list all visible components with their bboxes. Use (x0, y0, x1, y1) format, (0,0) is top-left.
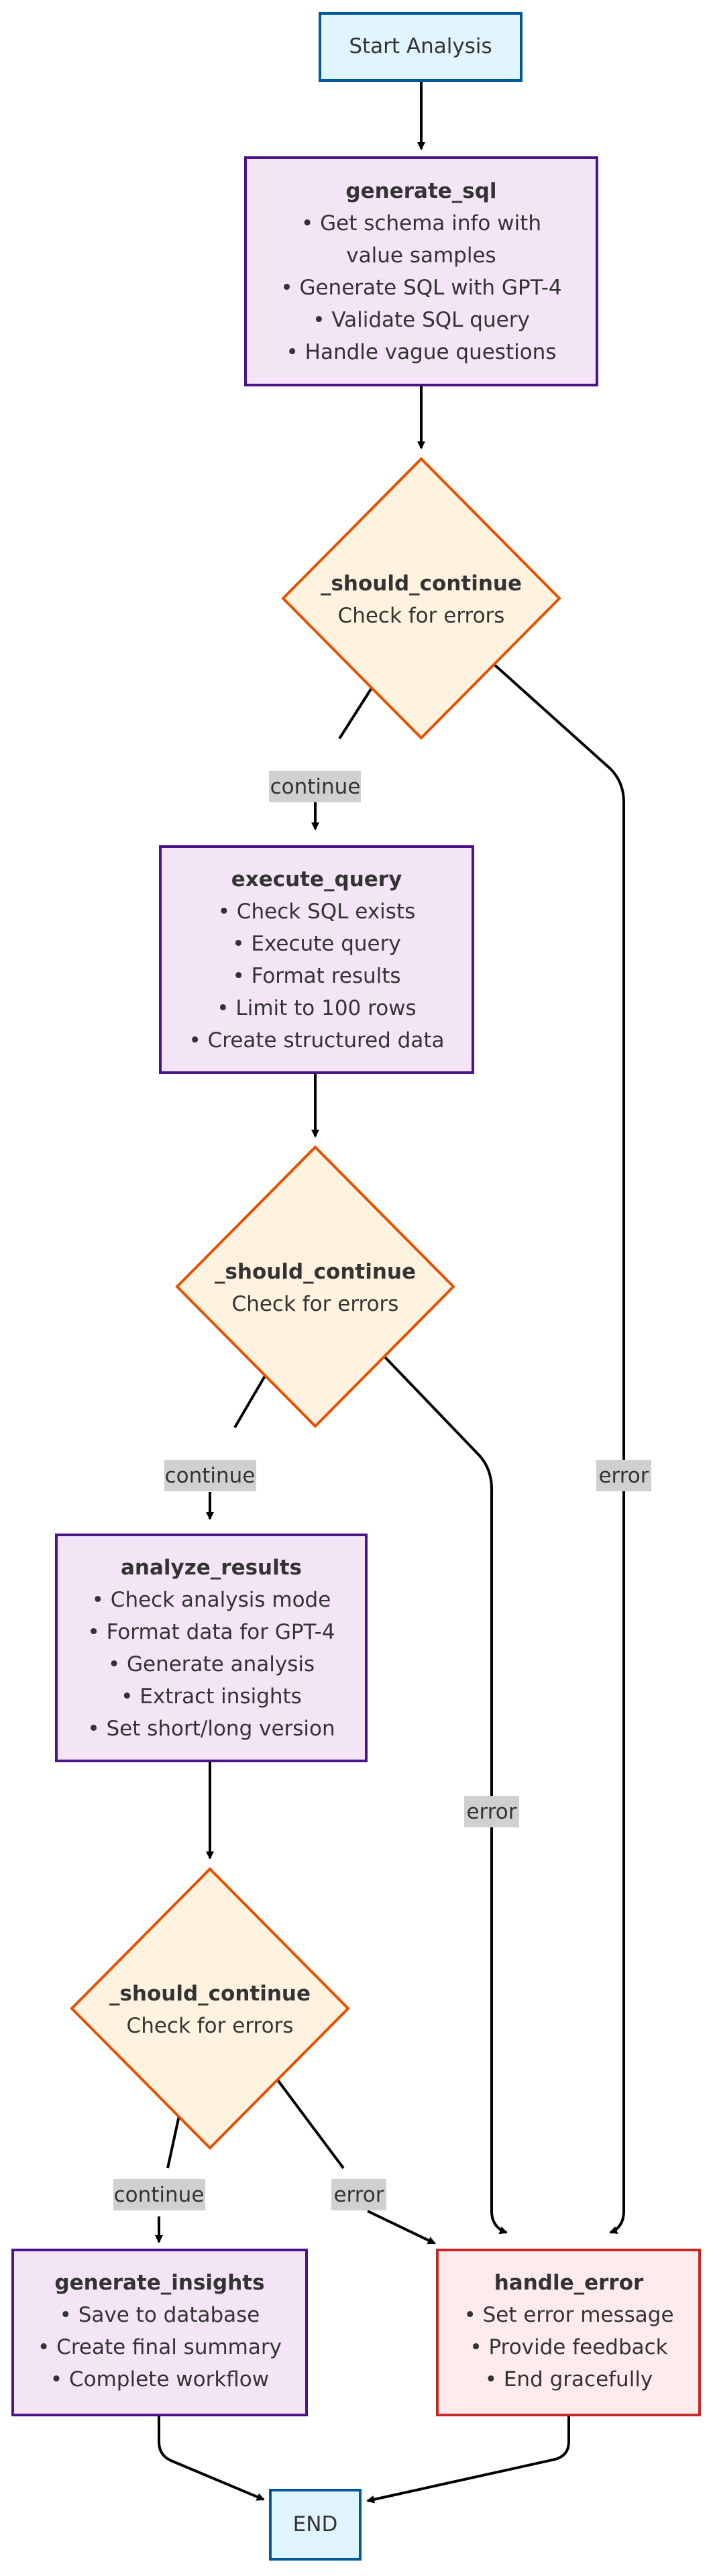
node-line: • Complete workflow (50, 2367, 269, 2392)
edge-label-text: error (466, 1800, 516, 1824)
node-line: • Get schema info with (301, 211, 541, 235)
edge-check3-error (271, 2072, 435, 2243)
decision-should-continue-1: _should_continue Check for errors (281, 457, 561, 740)
node-title: execute_query (231, 867, 402, 892)
edges (158, 78, 625, 2504)
edge-check1-error (491, 661, 625, 2234)
edge-label-error-3: error (331, 2179, 386, 2210)
decision-title: _should_continue (109, 1982, 311, 2006)
node-handle-error: handle_error • Set error message • Provi… (436, 2249, 701, 2416)
node-line: • Execute query (232, 932, 400, 956)
start-analysis-label: Start Analysis (349, 34, 492, 58)
node-line: • Extract insights (121, 1684, 302, 1709)
edge-label-text: continue (114, 2183, 205, 2207)
node-generate-sql: generate_sql • Get schema info with valu… (244, 156, 598, 386)
edge-check2-continue (210, 1371, 268, 1519)
decision-subtitle: Check for errors (338, 604, 505, 628)
node-end: END (269, 2489, 362, 2561)
edge-check1-continue (315, 684, 375, 829)
node-line: • Create final summary (38, 2335, 282, 2359)
decision-title: _should_continue (321, 572, 522, 596)
edge-label-text: error (333, 2183, 384, 2207)
edge-label-continue-3: continue (113, 2179, 205, 2210)
node-title: handle_error (494, 2271, 644, 2295)
edge-label-text: continue (165, 1464, 256, 1488)
decision-subtitle: Check for errors (232, 1292, 399, 1316)
node-title: generate_insights (54, 2271, 264, 2295)
node-line: • Validate SQL query (313, 308, 530, 332)
node-line: • Handle vague questions (286, 340, 557, 364)
node-line: • Check SQL exists (218, 900, 416, 924)
node-line: • Provide feedback (470, 2335, 667, 2359)
edge-generate-insights-to-end (158, 2408, 265, 2501)
node-line: • End gracefully (485, 2367, 653, 2392)
node-line: • Generate SQL with GPT-4 (280, 276, 561, 300)
node-analyze-results: analyze_results • Check analysis mode • … (55, 1534, 368, 1762)
decision-title: _should_continue (215, 1260, 416, 1284)
decision-should-continue-2: _should_continue Check for errors (175, 1145, 455, 1428)
node-line: value samples (346, 244, 496, 268)
node-line: • Create structured data (188, 1028, 444, 1053)
node-line: • Set short/long version (87, 1717, 335, 1741)
decision-should-continue-3: _should_continue Check for errors (70, 1867, 350, 2150)
edge-label-continue-2: continue (164, 1460, 256, 1491)
edge-check3-continue (159, 2106, 182, 2242)
edge-label-error-1: error (596, 1460, 651, 1491)
edge-check2-error (382, 1354, 508, 2235)
node-line: • Limit to 100 rows (217, 996, 416, 1020)
decision-subtitle: Check for errors (127, 2014, 294, 2038)
node-title: generate_sql (345, 179, 496, 203)
edge-label-error-2: error (464, 1796, 519, 1827)
node-line: • Save to database (60, 2303, 260, 2327)
node-execute-query: execute_query • Check SQL exists • Execu… (159, 845, 474, 1074)
node-line: • Check analysis mode (92, 1588, 331, 1612)
node-line: • Generate analysis (108, 1652, 315, 1676)
node-line: • Set error message (463, 2303, 673, 2327)
node-line: • Format results (232, 964, 400, 988)
edge-label-continue-1: continue (269, 771, 361, 802)
node-title: analyze_results (121, 1556, 302, 1580)
node-start-analysis: Start Analysis (319, 12, 523, 82)
node-line: • Format data for GPT-4 (87, 1620, 335, 1644)
edge-handle-error-to-end (366, 2408, 570, 2504)
node-generate-insights: generate_insights • Save to database • C… (11, 2249, 308, 2416)
edge-label-text: continue (270, 775, 361, 799)
edge-label-text: error (598, 1464, 649, 1488)
end-label: END (293, 2512, 338, 2536)
